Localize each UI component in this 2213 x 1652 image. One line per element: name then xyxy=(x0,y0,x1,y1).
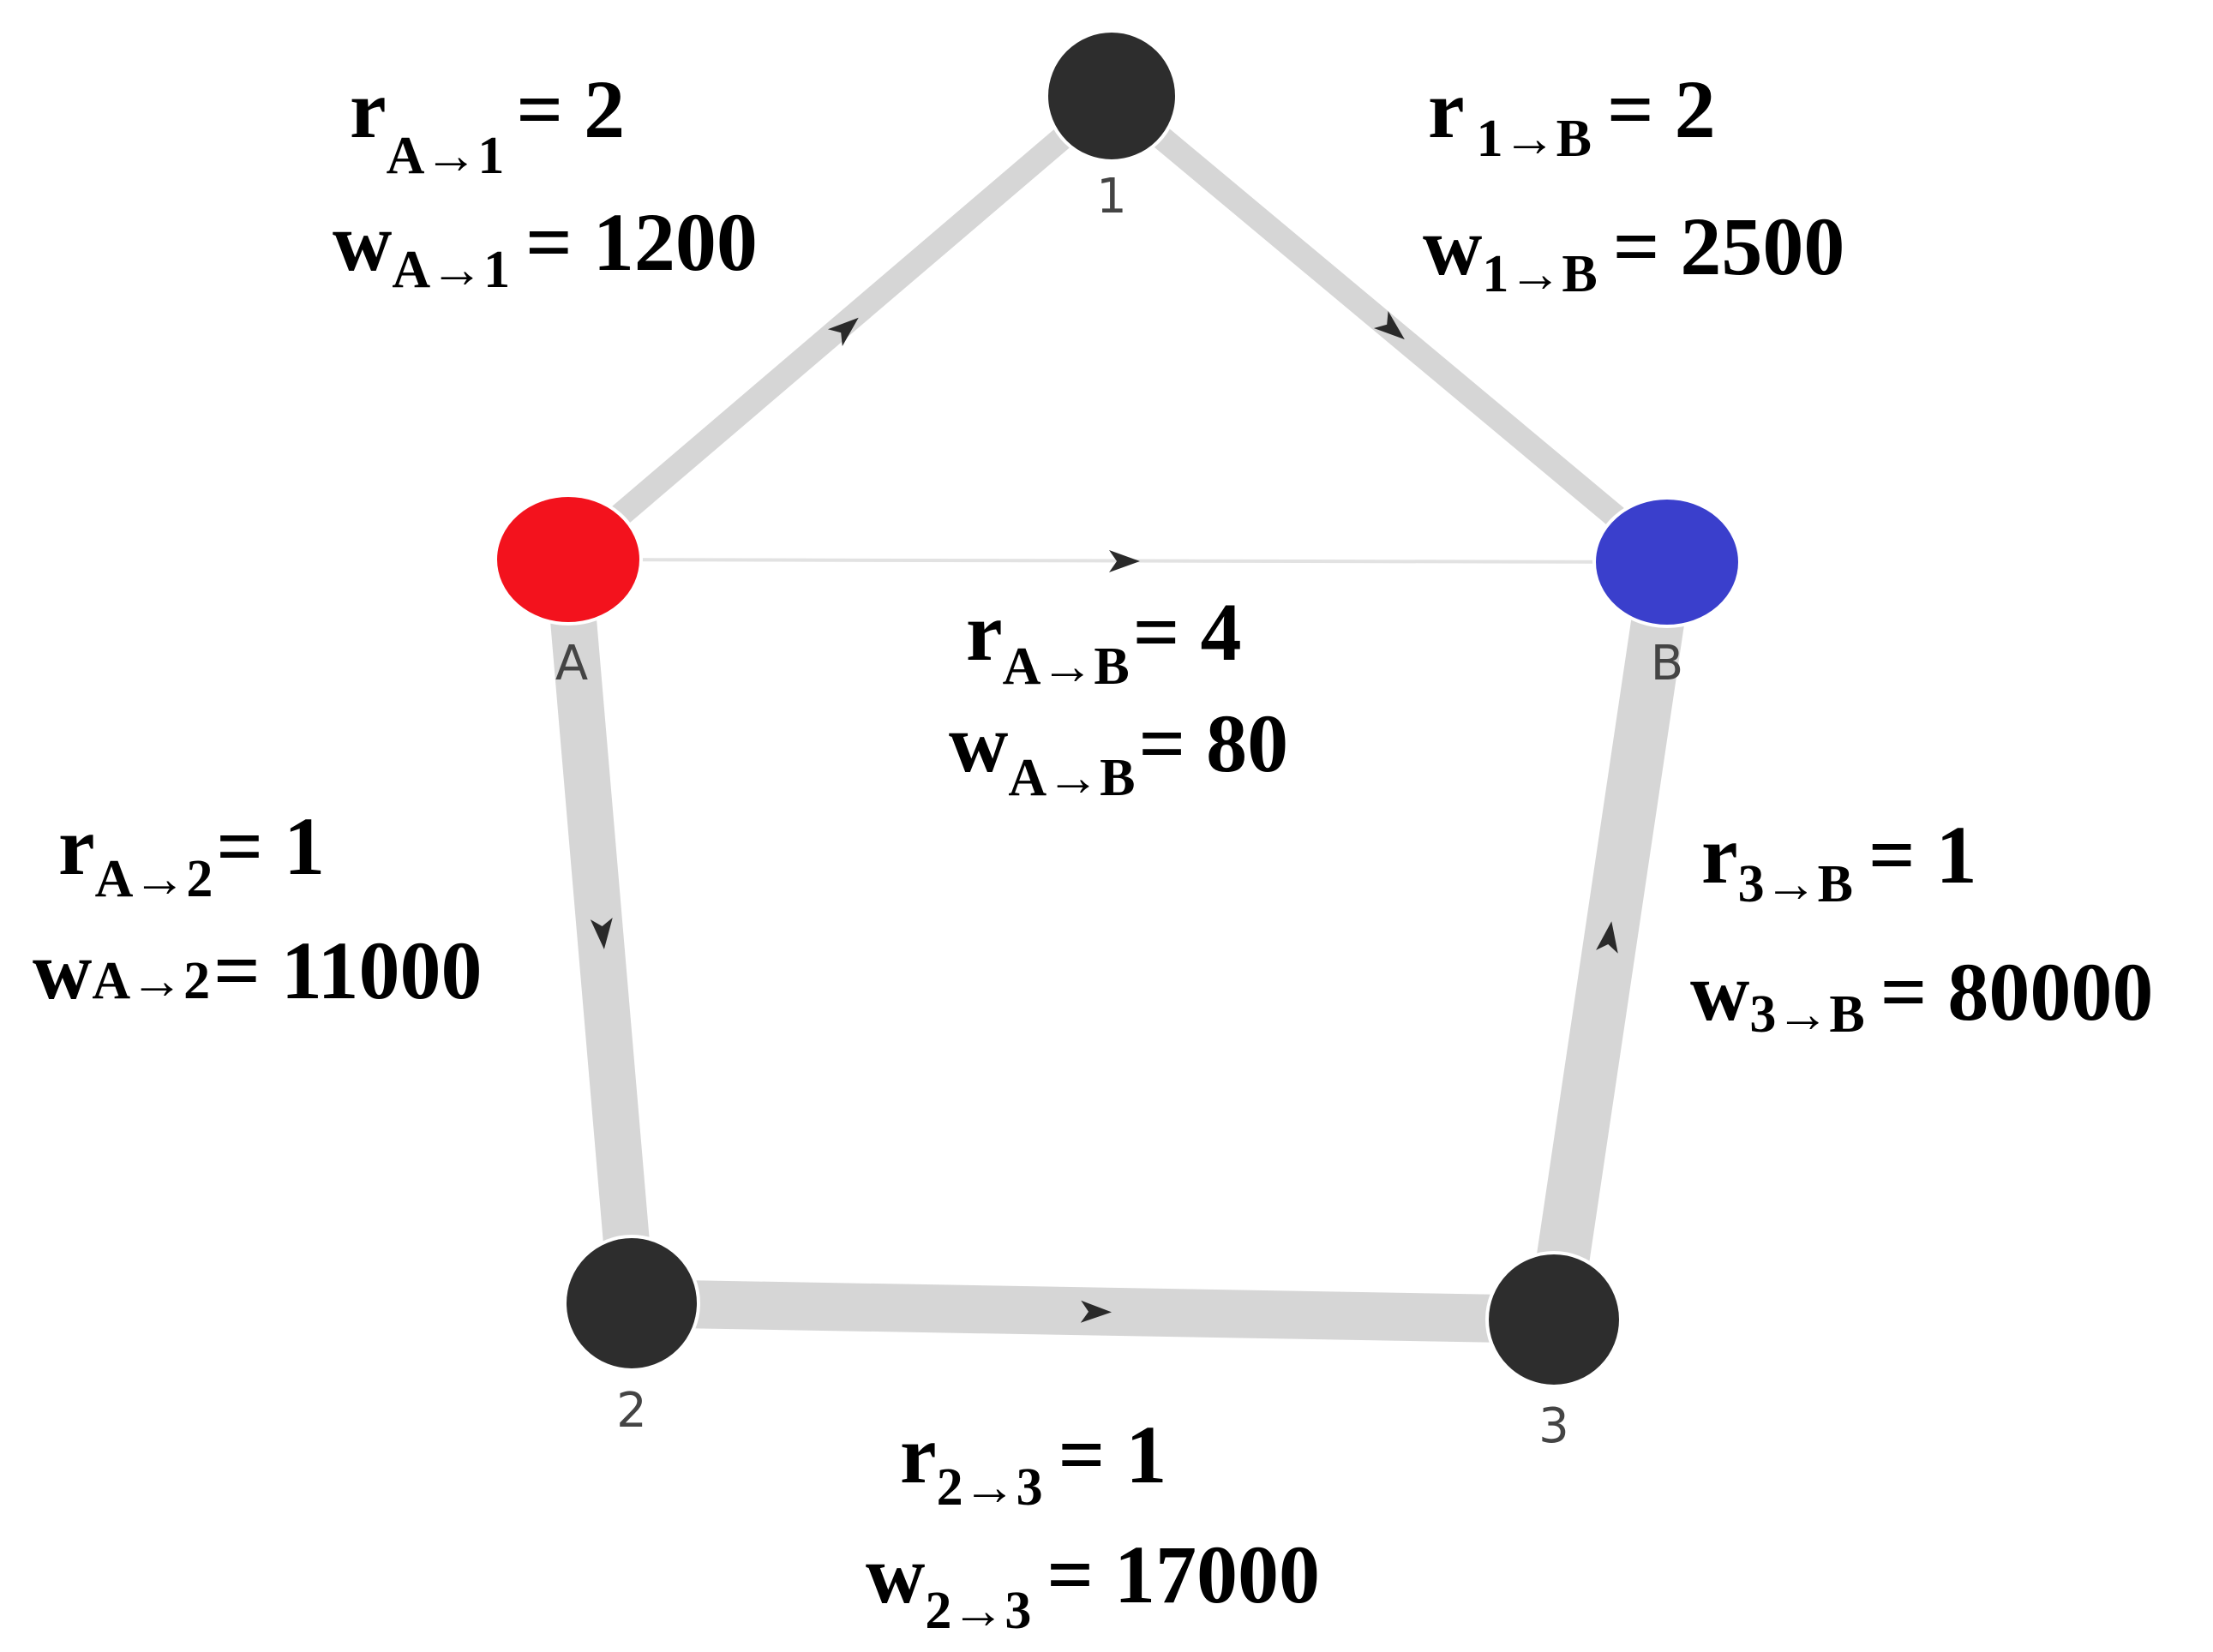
edge-r-a-2: rA→2= 1 xyxy=(58,800,325,908)
r-subscript: A→B xyxy=(1003,637,1130,696)
w-subscript: 1→B xyxy=(1482,245,1597,303)
arrow-a-1-icon xyxy=(827,317,859,346)
r-subscript: 1→B xyxy=(1477,110,1592,168)
edge-label-a-b: rA→B= 4 wA→B= 80 xyxy=(949,586,1288,807)
r-subscript: 2→3 xyxy=(937,1458,1043,1517)
r-value: = 2 xyxy=(516,63,625,155)
w-symbol: w xyxy=(333,196,392,288)
node-1 xyxy=(1045,29,1178,163)
edge-r-2-3: r2→3 = 1 xyxy=(900,1409,1166,1517)
node-b xyxy=(1592,496,1742,628)
node-label-b: B xyxy=(1651,636,1683,691)
edge-w-a-2: wA→2= 11000 xyxy=(33,925,483,1016)
edge-w-3-b: w3→B = 80000 xyxy=(1690,946,2153,1044)
r-value: = 4 xyxy=(1133,586,1242,678)
node-label-3: 3 xyxy=(1538,1398,1569,1454)
node-3 xyxy=(1485,1251,1622,1388)
r-symbol: r xyxy=(58,800,95,892)
edge-label-a-1: rA→1= 2 wA→1= 1200 xyxy=(333,63,758,299)
node-a xyxy=(494,494,643,625)
edge-r-a-1: rA→1= 2 xyxy=(350,63,625,185)
w-subscript: 3→B xyxy=(1749,985,1864,1044)
w-symbol: w xyxy=(949,697,1008,789)
arrow-1-b-icon xyxy=(1373,311,1405,340)
w-subscript: A→1 xyxy=(392,241,510,299)
r-symbol: r xyxy=(966,586,1003,678)
edge-w-a-1: wA→1 = 1200 xyxy=(333,196,758,299)
arrow-3-b-icon xyxy=(1596,921,1618,954)
r-symbol: r xyxy=(900,1409,937,1500)
r-symbol: r xyxy=(350,63,387,155)
r-value: = 1 xyxy=(1059,1409,1167,1500)
w-symbol: w xyxy=(33,925,92,1016)
edge-label-a-2: rA→2= 1 wA→2= 11000 xyxy=(33,800,483,1016)
edge-label-2-3: r2→3= 1 w2→3= 17000 xyxy=(866,1409,1320,1640)
node-label-2: 2 xyxy=(616,1383,647,1439)
w-value: = 1200 xyxy=(525,196,758,288)
node-label-a: A xyxy=(555,636,588,691)
w-subscript: A→2 xyxy=(92,952,210,1010)
r-subscript: A→2 xyxy=(95,850,213,908)
w-value: = 17000 xyxy=(1047,1529,1320,1620)
w-subscript: A→B xyxy=(1008,749,1135,807)
edge-w-1-b: w1→B = 2500 xyxy=(1423,201,1844,303)
edge-w-2-3: w2→3 = 17000 xyxy=(866,1529,1320,1640)
arrow-a-2-icon xyxy=(590,917,613,949)
edge-label-3-b: r3→B= 1 w3→B= 80000 xyxy=(1690,809,2153,1044)
node-label-1: 1 xyxy=(1096,169,1127,224)
node-labels: 1 A B 2 3 xyxy=(555,169,1683,1454)
r-symbol: r xyxy=(1701,809,1738,901)
edge-r-3-b: r3→B = 1 xyxy=(1701,809,1977,913)
nodes xyxy=(494,29,1742,1388)
edge-r-a-b: rA→B= 4 xyxy=(966,586,1241,696)
r-value: = 1 xyxy=(216,800,325,892)
arrowheads xyxy=(590,311,1618,1323)
r-symbol: r xyxy=(1428,63,1465,155)
arrow-2-3-icon xyxy=(1080,1300,1112,1323)
w-value: = 2500 xyxy=(1613,201,1845,292)
r-value: = 1 xyxy=(1868,809,1977,901)
node-2 xyxy=(563,1235,700,1372)
w-subscript: 2→3 xyxy=(925,1582,1031,1640)
r-subscript: 3→B xyxy=(1738,855,1853,913)
r-subscript: A→1 xyxy=(387,127,505,185)
w-symbol: w xyxy=(866,1529,925,1620)
w-value: = 11000 xyxy=(213,925,482,1016)
arrow-a-b-icon xyxy=(1108,549,1140,572)
w-symbol: w xyxy=(1423,201,1482,292)
w-value: = 80 xyxy=(1138,697,1288,789)
w-value: = 80000 xyxy=(1880,946,2154,1038)
edge-w-a-b: wA→B= 80 xyxy=(949,697,1288,807)
w-symbol: w xyxy=(1690,946,1749,1038)
r-value: = 2 xyxy=(1607,63,1716,155)
